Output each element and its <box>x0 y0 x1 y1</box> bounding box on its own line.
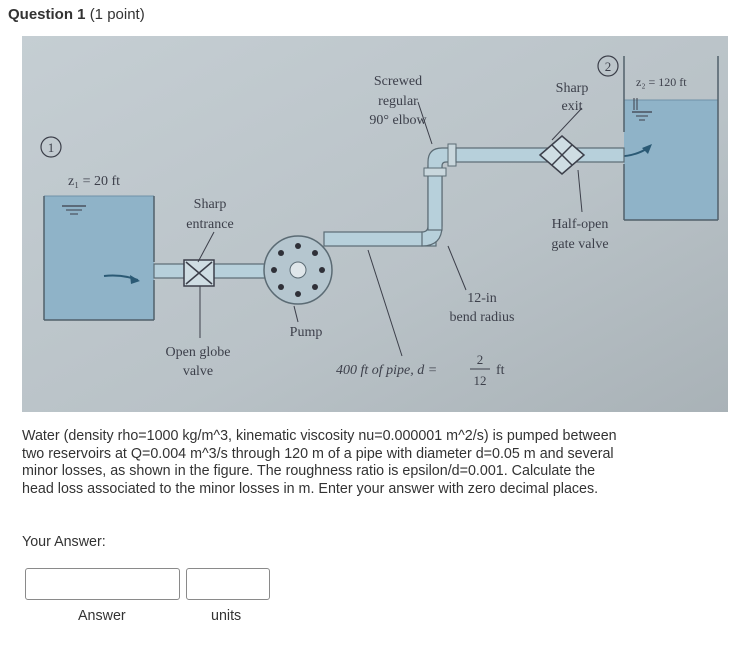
answer-caption: Answer <box>78 608 126 624</box>
pipe-fraction-denominator: 12 <box>474 373 487 388</box>
your-answer-label: Your Answer: <box>22 534 106 550</box>
sharp-entrance-label-2: entrance <box>186 217 233 232</box>
gate-valve-label-2: gate valve <box>551 237 608 252</box>
units-input[interactable] <box>186 568 270 600</box>
bend-label-2: bend radius <box>450 310 515 325</box>
globe-valve-label-2: valve <box>183 364 213 379</box>
svg-text:2: 2 <box>605 59 612 74</box>
sharp-exit-label-2: exit <box>562 99 583 114</box>
globe-valve-icon <box>183 259 215 287</box>
z2-label: z₂ = 120 ft <box>636 75 687 89</box>
z1-label: z₁ = 20 ft <box>68 174 120 189</box>
elbow-label-1: Screwed <box>374 74 422 89</box>
question-header: Question 1 (1 point) <box>8 6 145 24</box>
node-2: 2 <box>597 55 619 77</box>
sharp-exit-label-1: Sharp <box>556 81 589 96</box>
pump-icon <box>263 235 333 305</box>
question-figure: 1 2 z₁ = 20 ft z₂ = 120 ft Sharp entranc… <box>22 36 728 412</box>
flow-arrow-left-icon <box>103 274 140 284</box>
leader-lines <box>197 101 583 357</box>
svg-text:1: 1 <box>48 140 55 155</box>
question-text: Water (density rho=1000 kg/m^3, kinemati… <box>22 428 617 497</box>
bend-label-1: 12-in <box>467 291 497 306</box>
left-reservoir <box>43 195 155 321</box>
question-points: (1 point) <box>89 6 145 23</box>
sharp-entrance-label-1: Sharp <box>194 197 227 212</box>
gate-valve-icon <box>538 135 586 175</box>
pipe-unit: ft <box>496 363 505 378</box>
question-title: Question 1 <box>8 6 86 23</box>
gate-valve-label-1: Half-open <box>552 217 609 232</box>
elbow-label-2: regular <box>378 94 418 109</box>
units-caption: units <box>211 608 242 624</box>
globe-valve-label-1: Open globe <box>166 345 231 360</box>
pipe-system-diagram: 1 2 z₁ = 20 ft z₂ = 120 ft Sharp entranc… <box>22 36 728 412</box>
elbow-label-3: 90° elbow <box>369 113 427 128</box>
answer-input[interactable] <box>25 568 180 600</box>
pump-label: Pump <box>290 325 323 340</box>
node-1: 1 <box>40 136 62 158</box>
pipe-length-label: 400 ft of pipe, d = <box>336 363 437 378</box>
water-level-right-icon <box>632 98 652 121</box>
right-reservoir <box>611 56 719 221</box>
pipe-fraction-numerator: 2 <box>477 352 484 367</box>
water-level-left-icon <box>62 205 86 215</box>
